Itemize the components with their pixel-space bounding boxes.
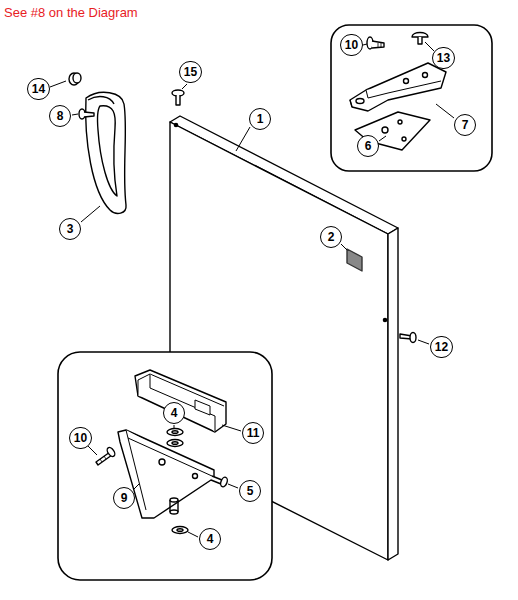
inset-panel xyxy=(58,352,272,580)
callout-circle: 14 xyxy=(27,78,50,100)
callout-number: 10 xyxy=(74,432,87,444)
callout-circle: 7 xyxy=(454,114,476,136)
callout-circle: 9 xyxy=(113,487,135,509)
door-screw xyxy=(172,90,184,105)
page-title: See #8 on the Diagram xyxy=(4,5,138,20)
door-handle xyxy=(86,92,126,213)
callout-circle: 1 xyxy=(249,108,271,130)
callout-number: 9 xyxy=(121,492,128,504)
callout-circle: 3 xyxy=(59,218,81,240)
callout-circle: 10 xyxy=(69,427,92,449)
callout-circle: 2 xyxy=(320,226,342,248)
callout-number: 10 xyxy=(345,39,358,51)
callout-number: 2 xyxy=(328,231,335,243)
leader-lines xyxy=(50,42,454,537)
callout-circle: 4 xyxy=(199,528,221,550)
callout-number: 11 xyxy=(247,427,260,439)
inset-panel xyxy=(331,25,492,171)
screw-cap xyxy=(69,73,81,85)
callout-number: 6 xyxy=(365,140,372,152)
callout-circle: 15 xyxy=(179,61,202,83)
callout-number: 12 xyxy=(435,341,448,353)
callout-number: 1 xyxy=(257,113,264,125)
callout-number: 3 xyxy=(67,223,74,235)
callout-number: 4 xyxy=(207,533,214,545)
callout-number: 8 xyxy=(57,110,64,122)
callout-number: 4 xyxy=(171,407,178,419)
callout-number: 13 xyxy=(437,52,450,64)
callout-circle: 11 xyxy=(242,422,264,444)
callout-circle: 4 xyxy=(163,402,185,424)
handle-screw xyxy=(79,109,94,119)
bottom-hinge-parts xyxy=(96,370,229,534)
callout-circle: 8 xyxy=(49,105,71,127)
callout-number: 14 xyxy=(32,83,45,95)
door-stop-screw xyxy=(400,333,416,343)
callout-number: 7 xyxy=(462,119,469,131)
callout-circle: 5 xyxy=(239,480,261,502)
callout-circle: 10 xyxy=(340,34,363,56)
callout-number: 15 xyxy=(184,66,197,78)
top-hinge-parts xyxy=(350,33,446,151)
callout-circle: 13 xyxy=(432,47,455,69)
callout-number: 5 xyxy=(247,485,254,497)
callout-circle: 6 xyxy=(357,135,379,157)
callout-circle: 12 xyxy=(430,336,453,358)
